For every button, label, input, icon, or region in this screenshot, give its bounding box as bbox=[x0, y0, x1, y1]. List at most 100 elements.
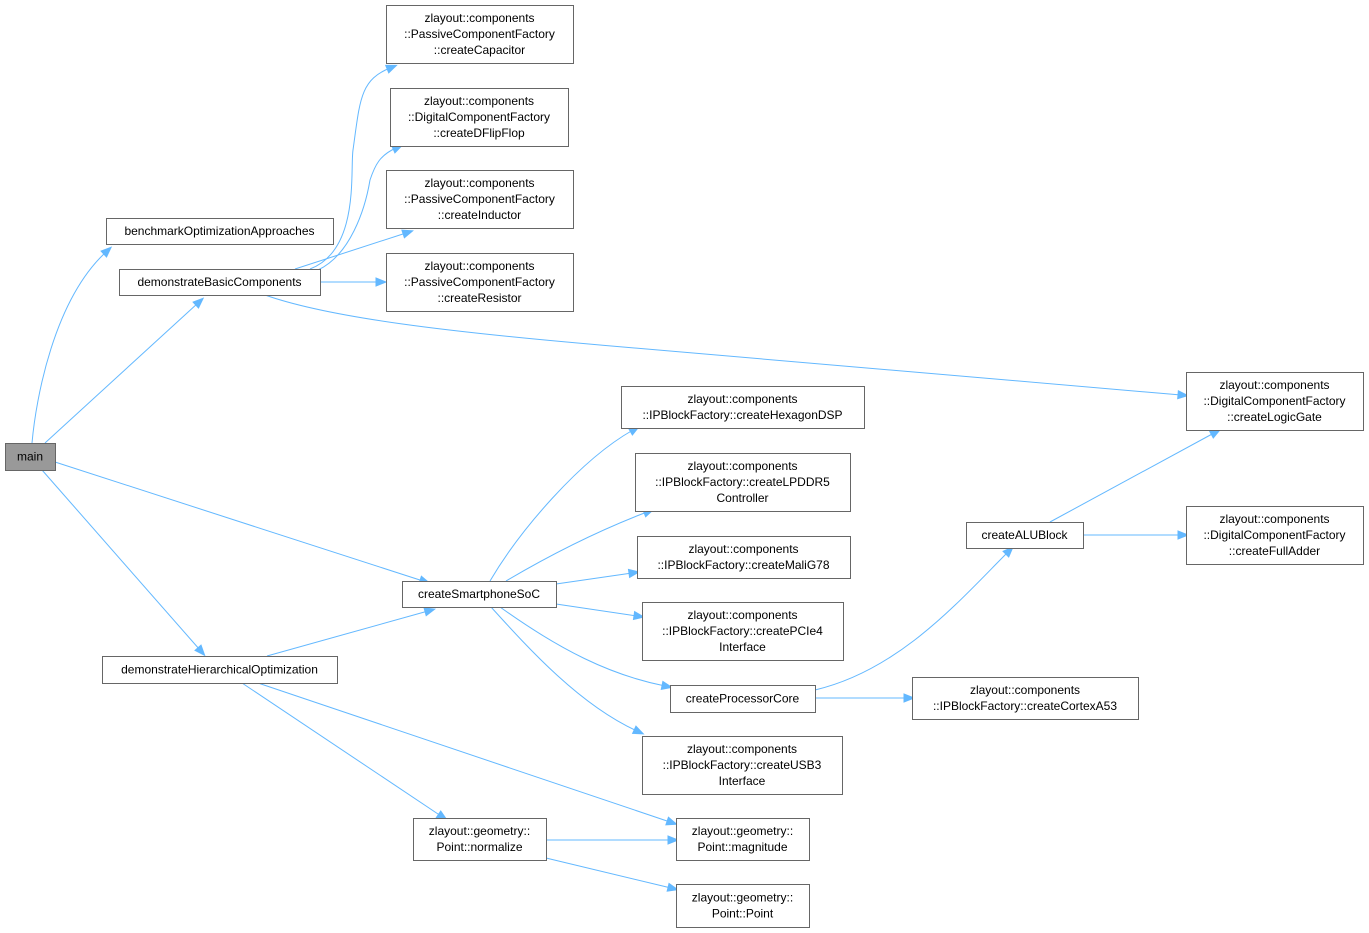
node-box bbox=[106, 218, 334, 245]
node-point[interactable]: zlayout::geometry::Point::Point bbox=[676, 884, 810, 928]
node-label-line: zlayout::components bbox=[687, 742, 797, 756]
edge-normalize-to-magnitude bbox=[546, 835, 680, 845]
node-box bbox=[390, 88, 569, 147]
node-label-line: ::IPBlockFactory::createPCIe4 bbox=[662, 624, 823, 638]
node-createPCIe[interactable]: zlayout::components::IPBlockFactory::cre… bbox=[642, 602, 844, 661]
node-label-line: ::IPBlockFactory::createMaliG78 bbox=[657, 558, 829, 572]
node-benchmark[interactable]: benchmarkOptimizationApproaches bbox=[106, 218, 334, 245]
edge-normalize-to-point bbox=[545, 857, 680, 892]
node-createCapacitor[interactable]: zlayout::components::PassiveComponentFac… bbox=[386, 5, 574, 64]
node-createInductor[interactable]: zlayout::components::PassiveComponentFac… bbox=[386, 170, 574, 229]
arrowhead-icon bbox=[375, 277, 388, 287]
edge-demoBasic-to-createResistor bbox=[320, 277, 388, 287]
node-label-line: Point::magnitude bbox=[697, 840, 787, 854]
node-label-line: ::PassiveComponentFactory bbox=[404, 192, 555, 206]
node-label-line: ::DigitalComponentFactory bbox=[1203, 394, 1345, 408]
node-label-line: zlayout::components bbox=[1219, 378, 1329, 392]
node-createFullAdder[interactable]: zlayout::components::DigitalComponentFac… bbox=[1186, 506, 1364, 565]
node-createHexagon[interactable]: zlayout::components::IPBlockFactory::cre… bbox=[621, 386, 865, 429]
node-label-line: zlayout::components bbox=[687, 392, 797, 406]
node-createSoC[interactable]: createSmartphoneSoC bbox=[402, 581, 557, 608]
node-createALU[interactable]: createALUBlock bbox=[966, 522, 1084, 549]
node-createLogicGate[interactable]: zlayout::components::DigitalComponentFac… bbox=[1186, 372, 1364, 431]
edge-main-to-benchmark bbox=[31, 246, 113, 444]
edge-createSoC-to-createMali bbox=[555, 568, 641, 585]
edge-demoBasic-to-createInductor bbox=[294, 229, 414, 270]
node-label-line: zlayout::geometry:: bbox=[692, 824, 793, 838]
node-label-line: ::IPBlockFactory::createHexagonDSP bbox=[642, 408, 842, 422]
edge-createProcCore-to-createCortex bbox=[815, 693, 916, 703]
node-label-line: ::IPBlockFactory::createUSB3 bbox=[663, 758, 822, 772]
edge-line bbox=[54, 461, 424, 582]
node-createMali[interactable]: zlayout::components::IPBlockFactory::cre… bbox=[637, 536, 851, 579]
node-label-line: zlayout::components bbox=[687, 608, 797, 622]
arrowhead-icon bbox=[632, 610, 646, 621]
node-box bbox=[386, 170, 574, 229]
node-label-line: createALUBlock bbox=[981, 528, 1068, 542]
arrowhead-icon bbox=[660, 680, 674, 690]
node-label-line: zlayout::components bbox=[424, 259, 534, 273]
arrowhead-icon bbox=[665, 816, 678, 826]
edge-line bbox=[545, 857, 672, 889]
node-box bbox=[676, 884, 810, 928]
node-label-line: ::createDFlipFlop bbox=[433, 126, 525, 140]
arrowhead-icon bbox=[194, 644, 206, 657]
node-label-line: zlayout::components bbox=[687, 459, 797, 473]
node-label-line: demonstrateHierarchicalOptimization bbox=[121, 663, 318, 677]
arrowhead-icon bbox=[192, 297, 205, 309]
node-box bbox=[670, 685, 816, 713]
node-createLPDDR5[interactable]: zlayout::components::IPBlockFactory::cre… bbox=[635, 453, 851, 512]
node-box bbox=[413, 818, 547, 861]
node-label-line: zlayout::components bbox=[688, 542, 798, 556]
node-normalize[interactable]: zlayout::geometry::Point::normalize bbox=[413, 818, 547, 861]
edge-createALU-to-createFullAdder bbox=[1083, 530, 1190, 540]
edge-createProcCore-to-createALU bbox=[814, 546, 1014, 691]
node-createUSB3[interactable]: zlayout::components::IPBlockFactory::cre… bbox=[642, 736, 843, 795]
call-graph-edges bbox=[31, 64, 1222, 892]
edge-line bbox=[264, 294, 1182, 396]
node-label-line: Point::Point bbox=[712, 907, 774, 921]
node-createResistor[interactable]: zlayout::components::PassiveComponentFac… bbox=[386, 253, 574, 312]
node-box bbox=[621, 386, 865, 429]
node-label-line: ::createResistor bbox=[437, 291, 521, 305]
node-label-line: ::IPBlockFactory::createCortexA53 bbox=[933, 699, 1117, 713]
node-demoBasic[interactable]: demonstrateBasicComponents bbox=[119, 269, 321, 296]
node-label-line: zlayout::geometry:: bbox=[692, 891, 793, 905]
edge-createSoC-to-createPCIe bbox=[555, 603, 646, 621]
node-label-line: zlayout::components bbox=[424, 176, 534, 190]
edge-main-to-demoBasic bbox=[44, 297, 205, 444]
node-box bbox=[402, 581, 557, 608]
node-box bbox=[386, 5, 574, 64]
node-createCortex[interactable]: zlayout::components::IPBlockFactory::cre… bbox=[912, 677, 1139, 720]
node-box bbox=[5, 443, 56, 471]
node-label-line: benchmarkOptimizationApproaches bbox=[124, 224, 314, 238]
arrowhead-icon bbox=[401, 229, 414, 239]
edge-demoHier-to-normalize bbox=[241, 682, 448, 821]
edge-line bbox=[555, 572, 633, 585]
node-label-line: zlayout::components bbox=[970, 683, 1080, 697]
node-label-line: createSmartphoneSoC bbox=[418, 587, 540, 601]
node-label-line: ::createInductor bbox=[438, 208, 521, 222]
edge-createSoC-to-createUSB3 bbox=[490, 606, 645, 735]
node-demoHier[interactable]: demonstrateHierarchicalOptimization bbox=[102, 656, 338, 684]
edge-demoHier-to-magnitude bbox=[257, 682, 678, 826]
node-box bbox=[102, 656, 338, 684]
edge-line bbox=[1049, 432, 1215, 523]
edge-line bbox=[490, 606, 638, 732]
node-createDFlipFlop[interactable]: zlayout::components::DigitalComponentFac… bbox=[390, 88, 569, 147]
node-label-line: ::DigitalComponentFactory bbox=[408, 110, 550, 124]
arrowhead-icon bbox=[384, 64, 398, 74]
arrowhead-icon bbox=[423, 607, 437, 617]
edge-demoBasic-to-createLogicGate bbox=[264, 294, 1190, 400]
node-main[interactable]: main bbox=[5, 443, 56, 471]
node-label-line: createProcessorCore bbox=[686, 692, 800, 706]
edge-line bbox=[317, 147, 397, 271]
edge-createSoC-to-createProcCore bbox=[499, 606, 674, 690]
edge-main-to-demoHier bbox=[41, 469, 206, 657]
node-magnitude[interactable]: zlayout::geometry::Point::magnitude bbox=[676, 818, 810, 861]
edge-main-to-createSoC bbox=[54, 461, 431, 585]
node-createProcCore[interactable]: createProcessorCore bbox=[670, 685, 816, 713]
node-label-line: ::createCapacitor bbox=[434, 43, 525, 57]
node-label-line: ::PassiveComponentFactory bbox=[404, 27, 555, 41]
